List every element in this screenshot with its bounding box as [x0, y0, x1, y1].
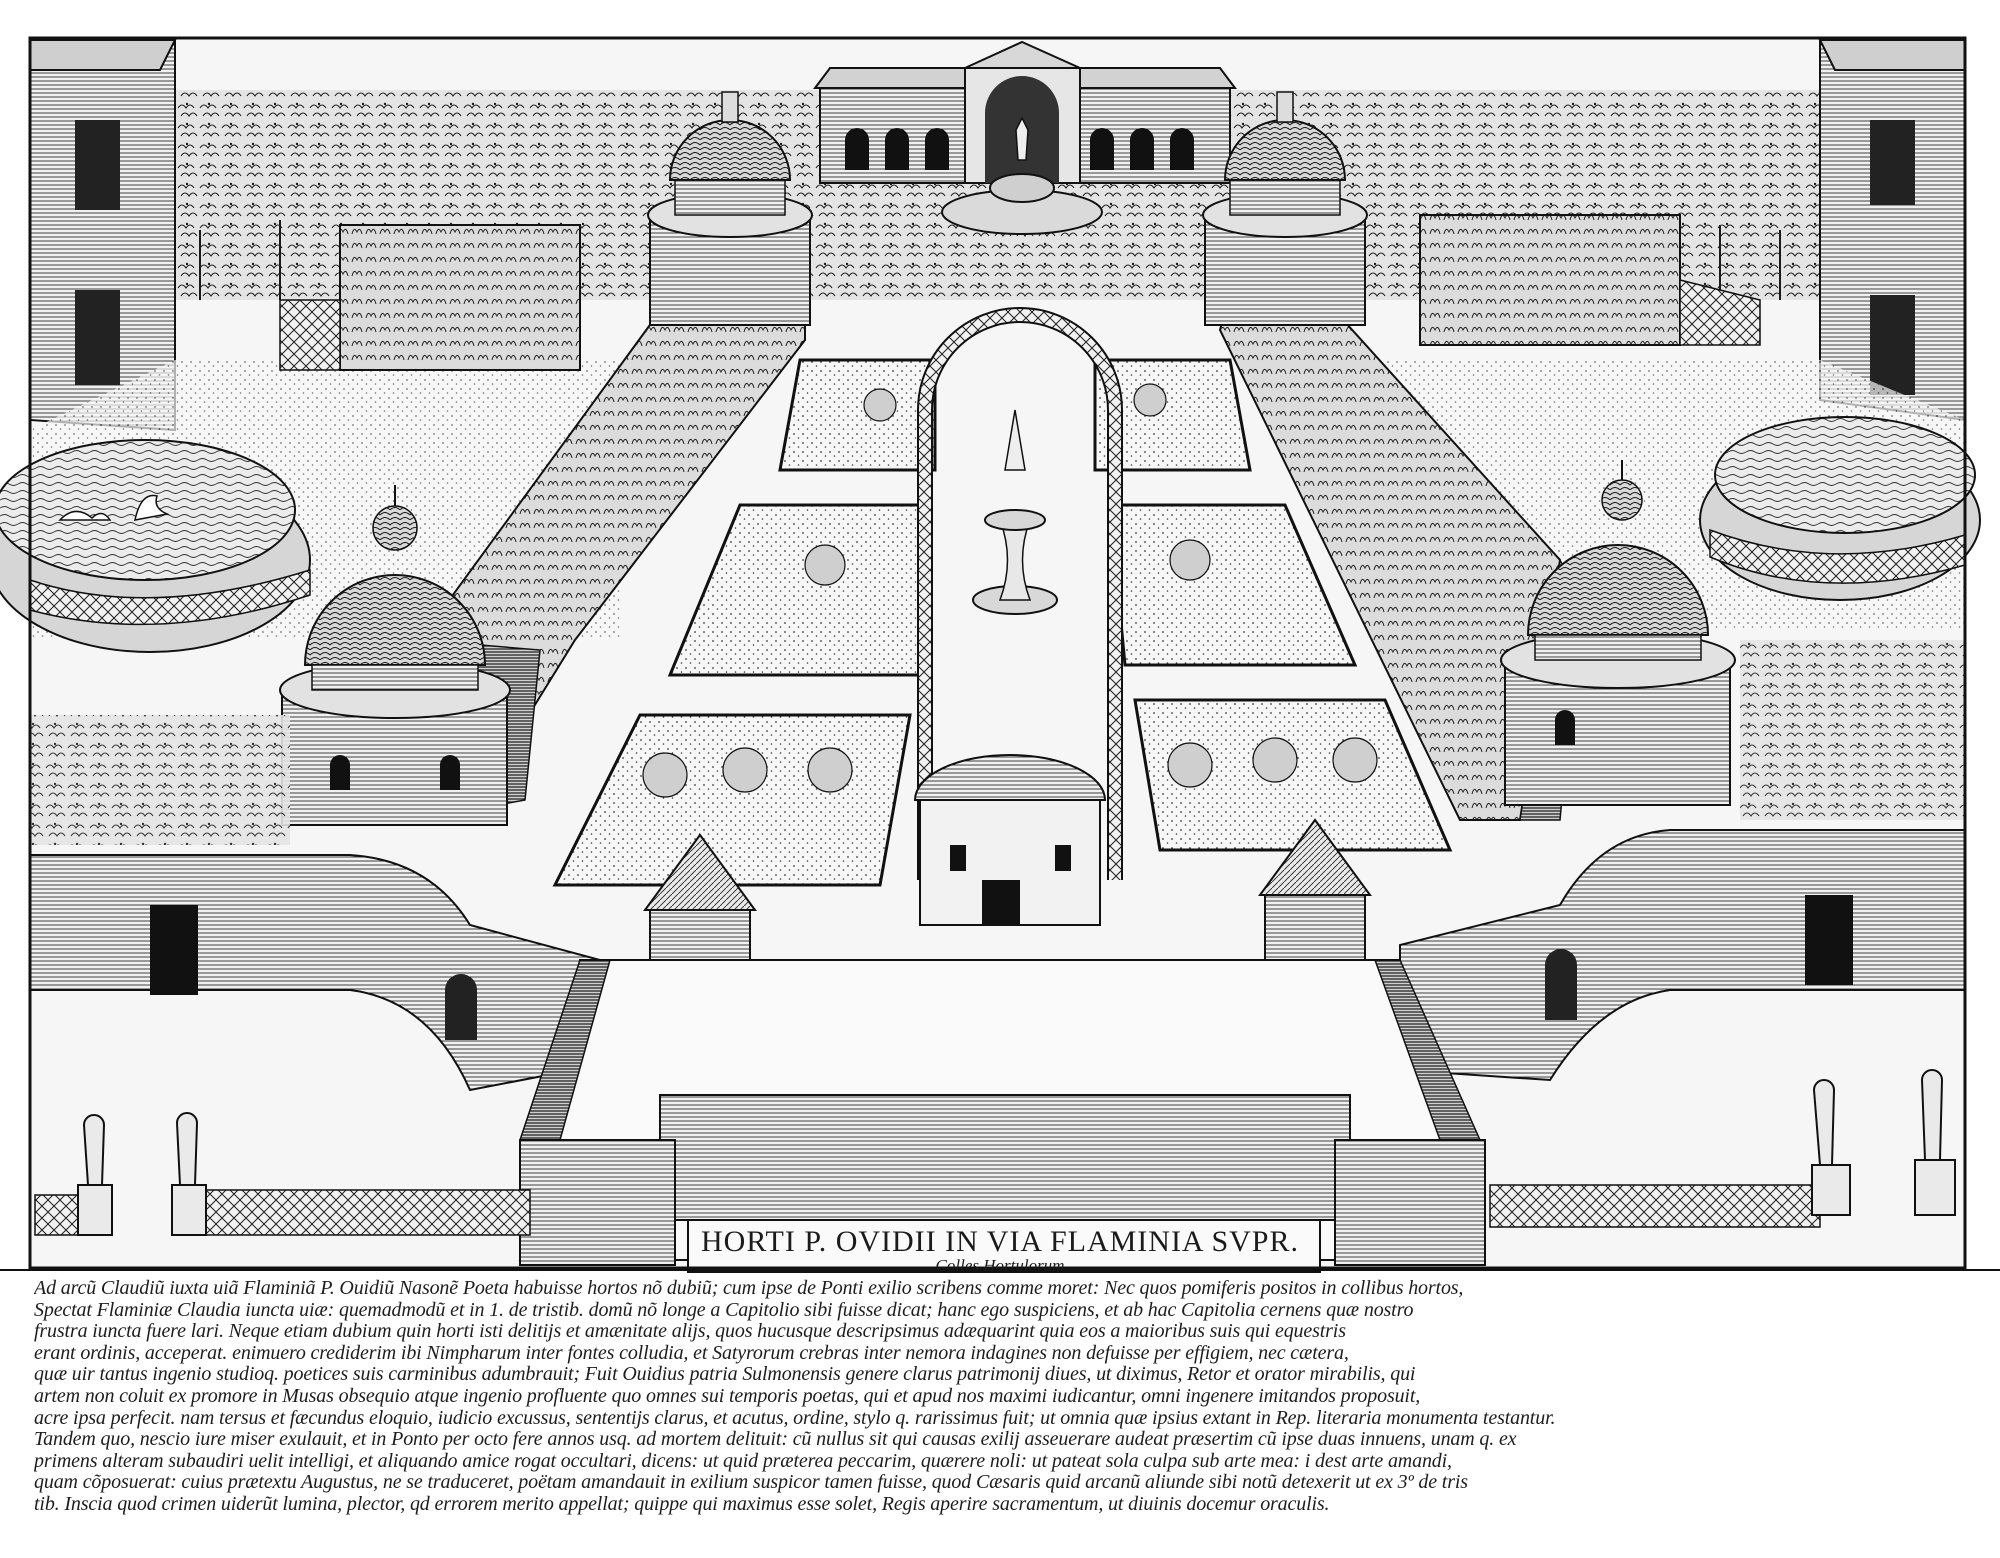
- caption-line: quam cõposuerat: cuius prætextu Augustus…: [34, 1472, 1468, 1494]
- left-basin: [0, 439, 311, 653]
- caption-line: Spectat Flaminiæ Claudia iuncta uiæ: que…: [34, 1299, 1414, 1321]
- front-temple: [913, 754, 1107, 926]
- plate-subtitle: Colles Hortulorum: [935, 1256, 1065, 1275]
- caption-line: quæ uir tantus ingenio studioq. poetices…: [34, 1364, 1416, 1386]
- caption-line: Tandem quo, nescio iure miser exulauit, …: [34, 1429, 1517, 1451]
- right-basin: [1699, 416, 1981, 601]
- right-building: [1818, 39, 1966, 422]
- caption-line: tib. Inscia quod crimen uiderũt lumina, …: [34, 1493, 1330, 1515]
- upper-hedges: [279, 214, 1761, 371]
- caption-line: frustra iuncta fuere lari. Neque etiam d…: [34, 1321, 1346, 1343]
- central-arbor: [917, 307, 1123, 880]
- forecourt: [518, 959, 1486, 1273]
- rear-pavilion: [813, 40, 1237, 235]
- latin-caption: Ad arcũ Claudiũ iuxta uiã Flaminiã P. Ou…: [34, 1278, 1974, 1540]
- caption-line: Ad arcũ Claudiũ iuxta uiã Flaminiã P. Ou…: [34, 1278, 1464, 1299]
- caption-line: acre ipsa perfecit. nam tersus et fæcund…: [34, 1407, 1556, 1429]
- domed-kiosks: [279, 91, 1736, 826]
- plate-title: HORTI P. OVIDII IN VIA FLAMINIA SVPR.: [700, 1225, 1299, 1258]
- parterre-beds: [552, 358, 1453, 887]
- caption-line: erant ordinis, acceperat. enimuero credi…: [34, 1342, 1349, 1364]
- caption-line: artem non coluit ex promore in Musas obs…: [34, 1385, 1421, 1407]
- enclosure-walls: [29, 829, 1966, 1092]
- balustrades: [34, 1184, 1821, 1236]
- caption-line: primens alteram subaudiri uelit intellig…: [34, 1450, 1452, 1472]
- statues: [77, 1069, 1956, 1236]
